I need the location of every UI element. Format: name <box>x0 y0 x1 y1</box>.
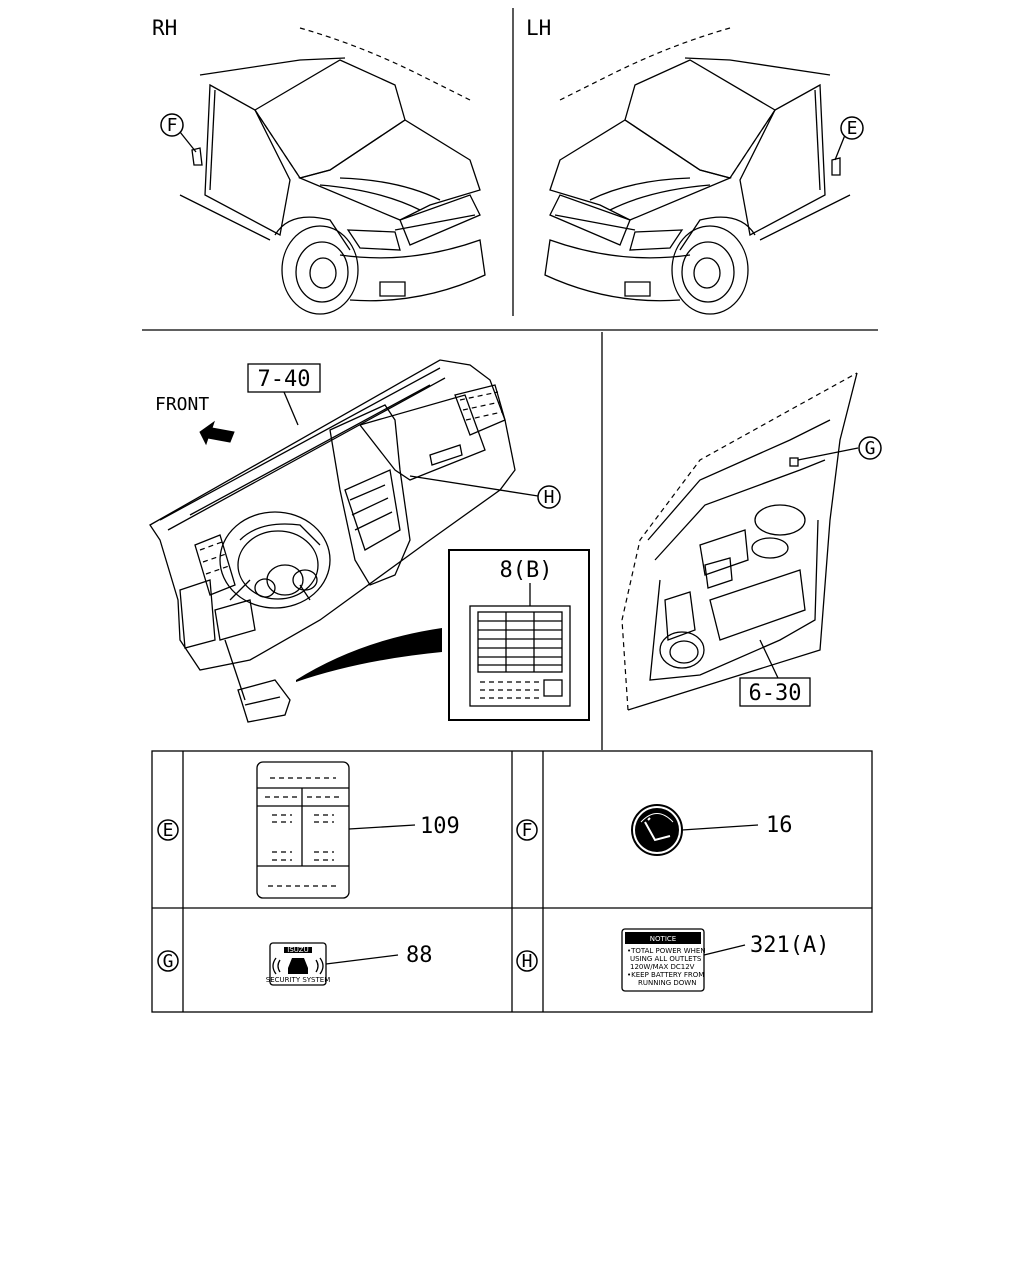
rh-label: RH <box>152 16 177 40</box>
dashboard-view: 7-40 FRONT <box>149 359 590 723</box>
table-key-g: G <box>163 951 174 972</box>
door-view: G 6-30 <box>621 372 882 711</box>
fuse-detail-frame <box>448 549 590 721</box>
table-key-f: F <box>522 820 533 841</box>
fuse-ref: 8(B) <box>500 558 553 583</box>
ref-box-6-30 <box>739 677 811 707</box>
part-88: 88 <box>406 943 433 968</box>
table-key-e: E <box>163 820 174 841</box>
callout-f-circle <box>160 113 184 137</box>
security-brand: ISUZU <box>287 946 308 954</box>
notice-line-1: •TOTAL POWER WHEN <box>627 947 706 955</box>
parts-table: E F G H 109 16 IS <box>151 750 873 1013</box>
label-109-drawing <box>256 761 350 899</box>
seat-icon <box>644 817 671 842</box>
callout-e-top: E <box>847 118 858 139</box>
front-label: FRONT <box>155 394 209 415</box>
table-key-g-circle <box>157 950 179 972</box>
fuse-grid <box>478 612 562 672</box>
notice-line-2: USING ALL OUTLETS <box>630 955 702 963</box>
callout-h-circle <box>537 485 561 509</box>
notice-line-5: RUNNING DOWN <box>638 979 696 987</box>
part-16: 16 <box>766 813 793 838</box>
callout-g-door: G <box>865 438 876 459</box>
callout-e-circle <box>840 116 864 140</box>
car-icon <box>288 958 308 974</box>
lh-car-view: LH E <box>526 16 864 315</box>
part-109: 109 <box>420 814 460 839</box>
table-key-h: H <box>522 951 533 972</box>
callout-h-dash: H <box>544 487 555 508</box>
lh-label: LH <box>526 16 551 40</box>
fuse-label-sticker <box>469 605 571 707</box>
notice-line-3: 120W/MAX DC12V <box>630 963 695 971</box>
label-16-drawing <box>631 804 683 856</box>
rh-car-view: RH F <box>152 16 486 315</box>
ref-6-30: 6-30 <box>749 681 802 706</box>
label-88-drawing: ISUZU SECURITY SYSTEM <box>266 942 330 986</box>
callout-g-circle <box>858 436 882 460</box>
table-key-h-circle <box>516 950 538 972</box>
front-arrow-icon <box>199 420 235 446</box>
table-key-e-circle <box>157 819 179 841</box>
notice-title: NOTICE <box>650 935 676 943</box>
security-text: SECURITY SYSTEM <box>266 976 330 984</box>
label-321a-drawing: NOTICE •TOTAL POWER WHEN USING ALL OUTLE… <box>621 928 706 992</box>
table-key-f-circle <box>516 819 538 841</box>
detail-pointer <box>296 628 442 682</box>
callout-f-top: F <box>167 115 178 136</box>
ref-7-40: 7-40 <box>258 367 311 392</box>
notice-line-4: •KEEP BATTERY FROM <box>627 971 704 979</box>
part-321a: 321(A) <box>750 933 829 958</box>
